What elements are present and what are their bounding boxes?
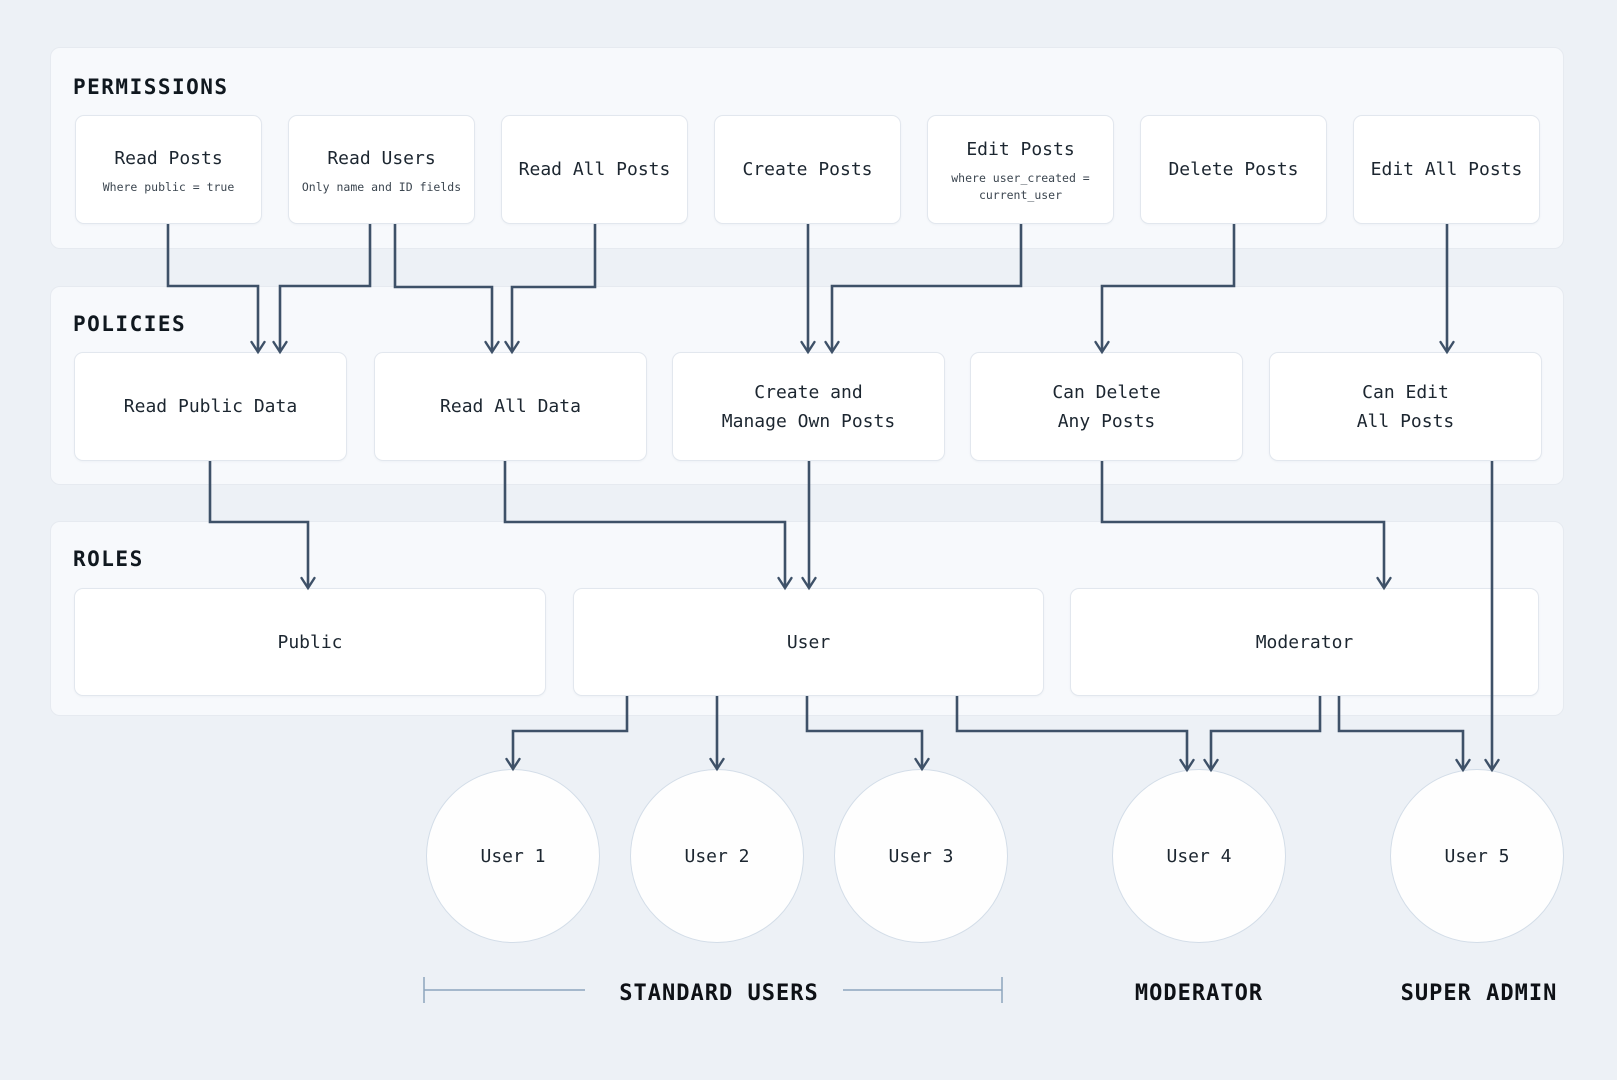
group-label-standard-users: STANDARD USERS: [619, 981, 819, 1006]
policies-section-label: POLICIES: [73, 312, 187, 336]
role-moderator: Moderator: [1070, 588, 1539, 696]
role-public: Public: [74, 588, 546, 696]
user-2-circle: User 2: [630, 769, 804, 943]
user-label: User 2: [684, 845, 750, 867]
permission-delete-posts: Delete Posts: [1140, 115, 1327, 224]
group-label-moderator: MODERATOR: [1134, 981, 1264, 1006]
node-title: Read All Posts: [518, 159, 671, 180]
permissions-section-label: PERMISSIONS: [73, 75, 229, 99]
node-subtitle: Only name and ID fields: [301, 179, 462, 194]
permission-edit-posts: Edit Posts where user_created =current_u…: [927, 115, 1114, 224]
permission-read-users: Read Users Only name and ID fields: [288, 115, 475, 224]
user-4-circle: User 4: [1112, 769, 1286, 943]
user-3-circle: User 3: [834, 769, 1008, 943]
user-label: User 3: [888, 845, 954, 867]
node-title: Create Posts: [742, 159, 873, 180]
node-title: Delete Posts: [1168, 159, 1299, 180]
group-label-super-admin: SUPER ADMIN: [1400, 981, 1558, 1006]
node-title: Read All Data: [440, 396, 581, 417]
node-title: Read Public Data: [123, 396, 298, 417]
node-subtitle: where user_created =current_user: [951, 171, 1090, 202]
permission-read-all-posts: Read All Posts: [501, 115, 688, 224]
node-title: Read Users: [327, 147, 436, 169]
user-label: User 4: [1166, 845, 1232, 867]
node-title: User: [786, 631, 831, 653]
node-title: Moderator: [1255, 631, 1354, 653]
role-user: User: [573, 588, 1044, 696]
policy-read-all-data: Read All Data: [374, 352, 647, 461]
user-1-circle: User 1: [426, 769, 600, 943]
node-subtitle: Where public = true: [102, 179, 235, 194]
permission-read-posts: Read Posts Where public = true: [75, 115, 262, 224]
policy-read-public-data: Read Public Data: [74, 352, 347, 461]
permission-edit-all-posts: Edit All Posts: [1353, 115, 1540, 224]
node-title: Edit Posts: [966, 139, 1075, 160]
roles-section-label: ROLES: [73, 547, 144, 571]
node-title: Edit All Posts: [1370, 159, 1523, 180]
user-label: User 5: [1444, 845, 1510, 867]
user-label: User 1: [480, 845, 546, 867]
permission-create-posts: Create Posts: [714, 115, 901, 224]
node-title: Public: [277, 631, 343, 653]
user-5-circle: User 5: [1390, 769, 1564, 943]
node-title: Read Posts: [114, 147, 223, 169]
